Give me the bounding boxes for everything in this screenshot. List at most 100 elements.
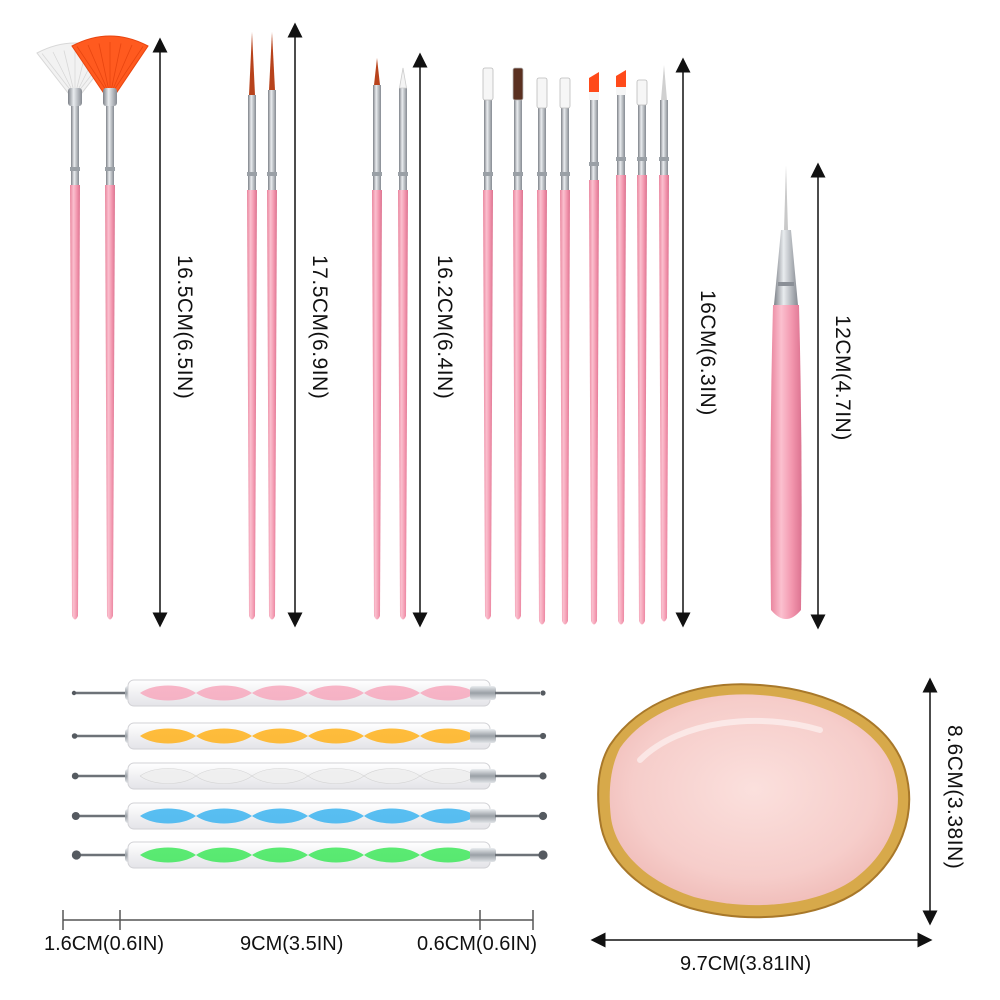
angled-tip-base — [616, 87, 626, 95]
dotting-twist-band — [140, 728, 476, 744]
fan-bristle — [98, 43, 111, 97]
brush-ferrule-ring — [105, 167, 115, 171]
brush-ferrule-ring — [267, 172, 277, 176]
flat-tip — [512, 67, 524, 101]
brush-set — [36, 32, 802, 625]
dimension-label-gel: 16CM(6.3IN) — [696, 290, 719, 416]
brush-handle — [398, 190, 408, 620]
brush-handle — [589, 180, 599, 625]
fan-bristle — [109, 43, 122, 97]
brush-13 — [636, 79, 648, 625]
brush-ferrule — [373, 85, 381, 190]
brush-handle — [616, 175, 626, 625]
fan-bristle — [76, 46, 111, 97]
brush-ferrule-ring — [589, 162, 599, 166]
dotting-ball-right — [539, 772, 547, 780]
flat-tip — [636, 79, 648, 106]
tiny-liner-handle — [770, 305, 802, 619]
fan-ferrule-top — [68, 88, 82, 106]
brush-ferrule — [268, 90, 276, 190]
fan-ferrule-top — [103, 88, 117, 106]
brush-8 — [512, 67, 524, 620]
brush-7 — [482, 67, 494, 620]
dotting-ball-left — [71, 733, 78, 739]
brush-11 — [589, 72, 599, 625]
dotting-twist-band — [139, 768, 477, 784]
dotting-cap-right — [470, 848, 496, 862]
dotting-ball-left — [71, 772, 79, 780]
dotting-ball-left — [71, 690, 77, 696]
dotting-handle-label: 9CM(3.5IN) — [240, 933, 343, 955]
brush-ferrule-ring — [513, 172, 523, 176]
brush-handle — [372, 190, 382, 620]
brush-ferrule — [538, 108, 546, 190]
brush-3 — [247, 32, 257, 620]
brush-ferrule — [399, 88, 407, 190]
dotting-cap-right — [470, 729, 496, 743]
brush-10 — [559, 77, 571, 625]
dotting-tool-blue — [71, 802, 548, 830]
brush-ferrule-ring — [537, 172, 547, 176]
dimension-gel-brushes: 16CM(6.3IN) — [675, 57, 719, 628]
detail-tip — [399, 67, 407, 89]
fan-bristle — [109, 46, 144, 97]
flat-tip — [482, 67, 494, 101]
brush-ferrule — [638, 105, 646, 175]
brush-handle — [560, 190, 570, 625]
palette — [597, 683, 911, 919]
liner-tip — [374, 58, 380, 85]
dotting-tip-left-label: 1.6CM(0.6IN) — [44, 933, 164, 955]
tiny-liner-ferrule — [774, 230, 798, 305]
brush-9 — [536, 77, 548, 625]
brush-handle — [105, 185, 115, 620]
dotting-ball-left — [71, 850, 81, 860]
brush-ferrule-ring — [637, 157, 647, 161]
brush-ferrule-ring — [398, 172, 408, 176]
flat-tip — [536, 77, 548, 109]
dimension-label-detail: 16.2CM(6.4IN) — [433, 255, 456, 399]
dimension-label-tiny-liner: 12CM(4.7IN) — [831, 315, 854, 441]
dotting-ball-right — [538, 811, 548, 821]
brush-handle — [247, 190, 257, 620]
dotting-tool-green — [71, 841, 548, 869]
brush-ferrule — [561, 108, 569, 190]
dotting-tool-pink — [71, 679, 546, 707]
angled-tip-base — [589, 92, 599, 100]
brush-6 — [398, 67, 408, 620]
brush-tiny-liner — [770, 165, 802, 619]
brush-ferrule — [484, 100, 492, 190]
brush-ferrule — [514, 100, 522, 190]
dimension-palette-width: 9.7CM(3.81IN) — [590, 932, 933, 975]
dimension-tiny-liner: 12CM(4.7IN) — [810, 162, 854, 630]
dimension-palette-height: 8.6CM(3.38IN) — [922, 677, 966, 926]
palette-height-label: 8.6CM(3.38IN) — [943, 725, 966, 869]
tiny-liner-ring — [778, 282, 794, 286]
dotting-ruler: 1.6CM(0.6IN) 9CM(3.5IN) 0.6CM(0.6IN) — [44, 910, 537, 955]
dotting-ball-left — [71, 812, 80, 820]
brush-ferrule-ring — [659, 157, 669, 161]
brush-ferrule — [106, 90, 114, 185]
brush-ferrule-ring — [372, 172, 382, 176]
brush-5 — [372, 58, 382, 620]
dotting-cap-right — [470, 769, 496, 783]
flat-tip — [559, 77, 571, 109]
dotting-tip-right-label: 0.6CM(0.6IN) — [417, 933, 537, 955]
dotting-tools — [71, 679, 548, 869]
tiny-liner-tip — [784, 165, 788, 230]
fan-bristle — [109, 44, 133, 97]
brush-4 — [267, 32, 277, 620]
palette-surface — [609, 694, 898, 906]
fan-bristle — [87, 44, 111, 97]
dimension-liner-brushes: 17.5CM(6.9IN) — [287, 22, 331, 628]
brush-1 — [36, 42, 114, 620]
brush-handle — [637, 175, 647, 625]
dimension-label-liner: 17.5CM(6.9IN) — [308, 255, 331, 399]
brush-12 — [616, 70, 626, 625]
dotting-ball-right — [540, 690, 546, 696]
brush-ferrule-ring — [483, 172, 493, 176]
dotting-twist-band — [140, 685, 476, 701]
brush-handle — [483, 190, 493, 620]
dotting-cap-right — [470, 686, 496, 700]
brush-handle — [70, 185, 80, 620]
